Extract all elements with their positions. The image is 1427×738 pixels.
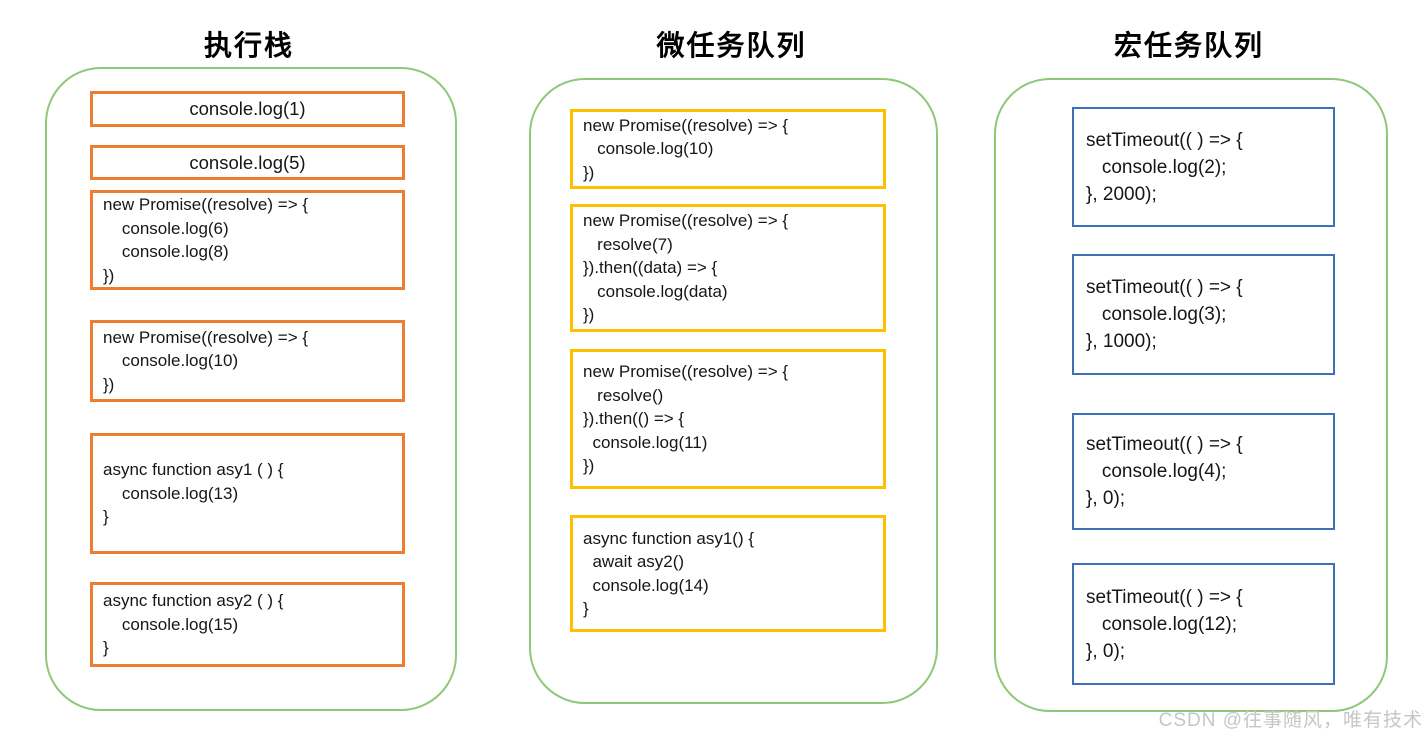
stack-box-6: async function asy2 ( ) { console.log(15… [90, 582, 405, 667]
stack-box-4: new Promise((resolve) => { console.log(1… [90, 320, 405, 402]
title-execution-stack: 执行栈 [203, 31, 294, 62]
execution-stack-container: console.log(1) console.log(5) new Promis… [45, 67, 457, 711]
macrotask-box-1: setTimeout(( ) => { console.log(2); }, 2… [1072, 107, 1335, 227]
microtask-queue-container: new Promise((resolve) => { console.log(1… [529, 78, 938, 704]
macrotask-box-3: setTimeout(( ) => { console.log(4); }, 0… [1072, 413, 1335, 530]
microtask-box-1: new Promise((resolve) => { console.log(1… [570, 109, 886, 189]
microtask-box-2: new Promise((resolve) => { resolve(7) })… [570, 204, 886, 332]
title-macrotask-queue: 宏任务队列 [1113, 31, 1264, 62]
stack-box-2: console.log(5) [90, 145, 405, 180]
stack-box-1: console.log(1) [90, 91, 405, 127]
macrotask-box-4: setTimeout(( ) => { console.log(12); }, … [1072, 563, 1335, 685]
microtask-box-3: new Promise((resolve) => { resolve() }).… [570, 349, 886, 489]
stack-box-5: async function asy1 ( ) { console.log(13… [90, 433, 405, 554]
microtask-box-4: async function asy1() { await asy2() con… [570, 515, 886, 632]
macrotask-queue-container: setTimeout(( ) => { console.log(2); }, 2… [994, 78, 1388, 712]
macrotask-box-2: setTimeout(( ) => { console.log(3); }, 1… [1072, 254, 1335, 375]
stack-box-3: new Promise((resolve) => { console.log(6… [90, 190, 405, 290]
csdn-watermark: CSDN @往事随风，唯有技术 [1158, 710, 1423, 731]
title-microtask-queue: 微任务队列 [656, 31, 807, 62]
